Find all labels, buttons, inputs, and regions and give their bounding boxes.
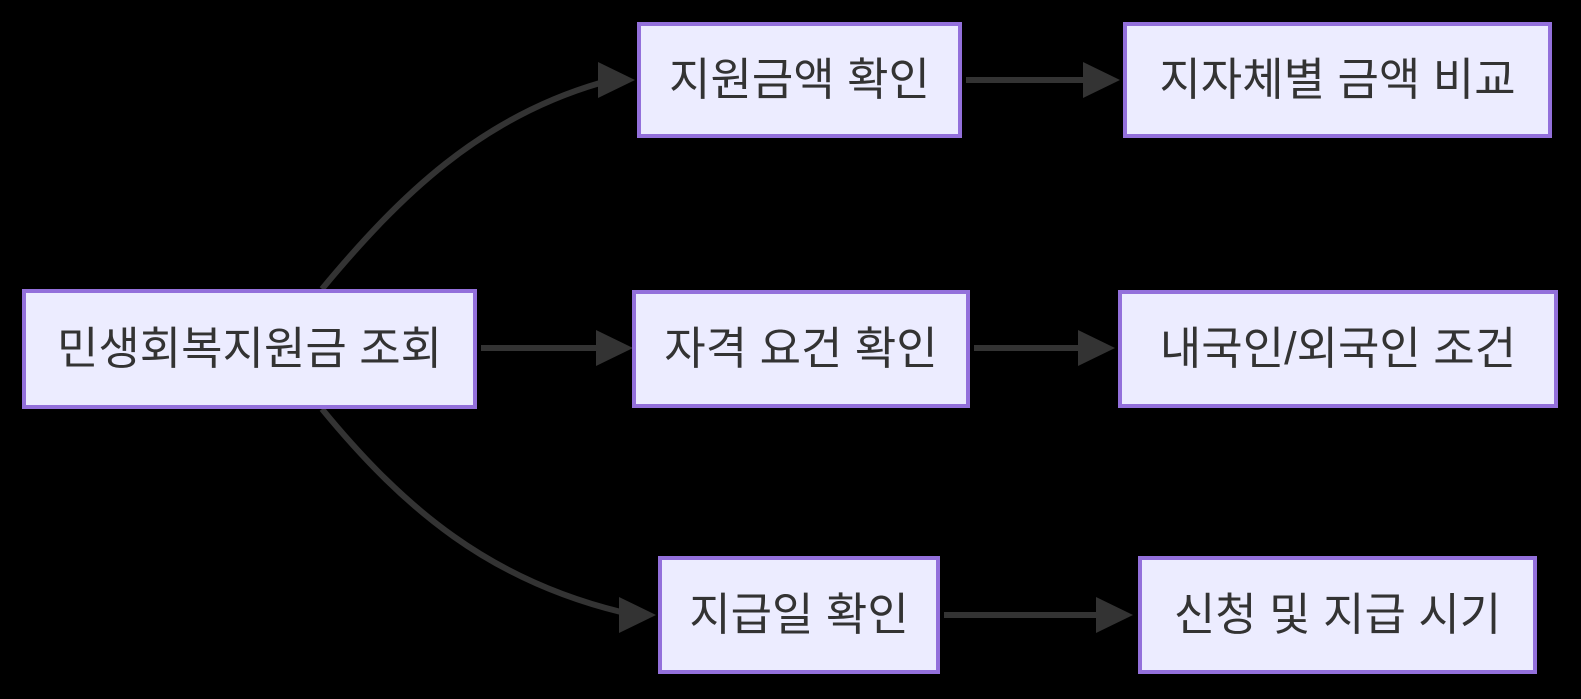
arrowhead-eligibility-to-nationality	[1078, 330, 1115, 366]
node-region-compare: 지자체별 금액 비교	[1123, 22, 1552, 138]
node-amount-check: 지원금액 확인	[637, 22, 962, 138]
node-application-schedule-label: 신청 및 지급 시기	[1173, 589, 1502, 640]
edge-root-to-payment-date	[319, 407, 622, 615]
node-payment-date-check-label: 지급일 확인	[689, 589, 909, 640]
node-region-compare-label: 지자체별 금액 비교	[1159, 54, 1516, 105]
arrowhead-amount-to-region-compare	[1083, 62, 1120, 98]
edge-root-to-amount	[319, 80, 601, 291]
node-nationality-condition-label: 내국인/외국인 조건	[1159, 323, 1517, 374]
node-root-label: 민생회복지원금 조회	[56, 323, 443, 374]
node-amount-check-label: 지원금액 확인	[669, 54, 930, 105]
node-root: 민생회복지원금 조회	[22, 289, 477, 409]
node-eligibility-check: 자격 요건 확인	[632, 290, 970, 408]
node-payment-date-check: 지급일 확인	[658, 556, 940, 674]
arrowhead-root-to-eligibility	[596, 330, 633, 366]
node-nationality-condition: 내국인/외국인 조건	[1118, 290, 1558, 408]
node-eligibility-check-label: 자격 요건 확인	[664, 323, 938, 374]
node-application-schedule: 신청 및 지급 시기	[1138, 556, 1537, 674]
arrowhead-payment-date-to-schedule	[1096, 597, 1133, 633]
arrowhead-root-to-payment-date	[619, 597, 656, 633]
arrowhead-root-to-amount	[598, 62, 635, 98]
